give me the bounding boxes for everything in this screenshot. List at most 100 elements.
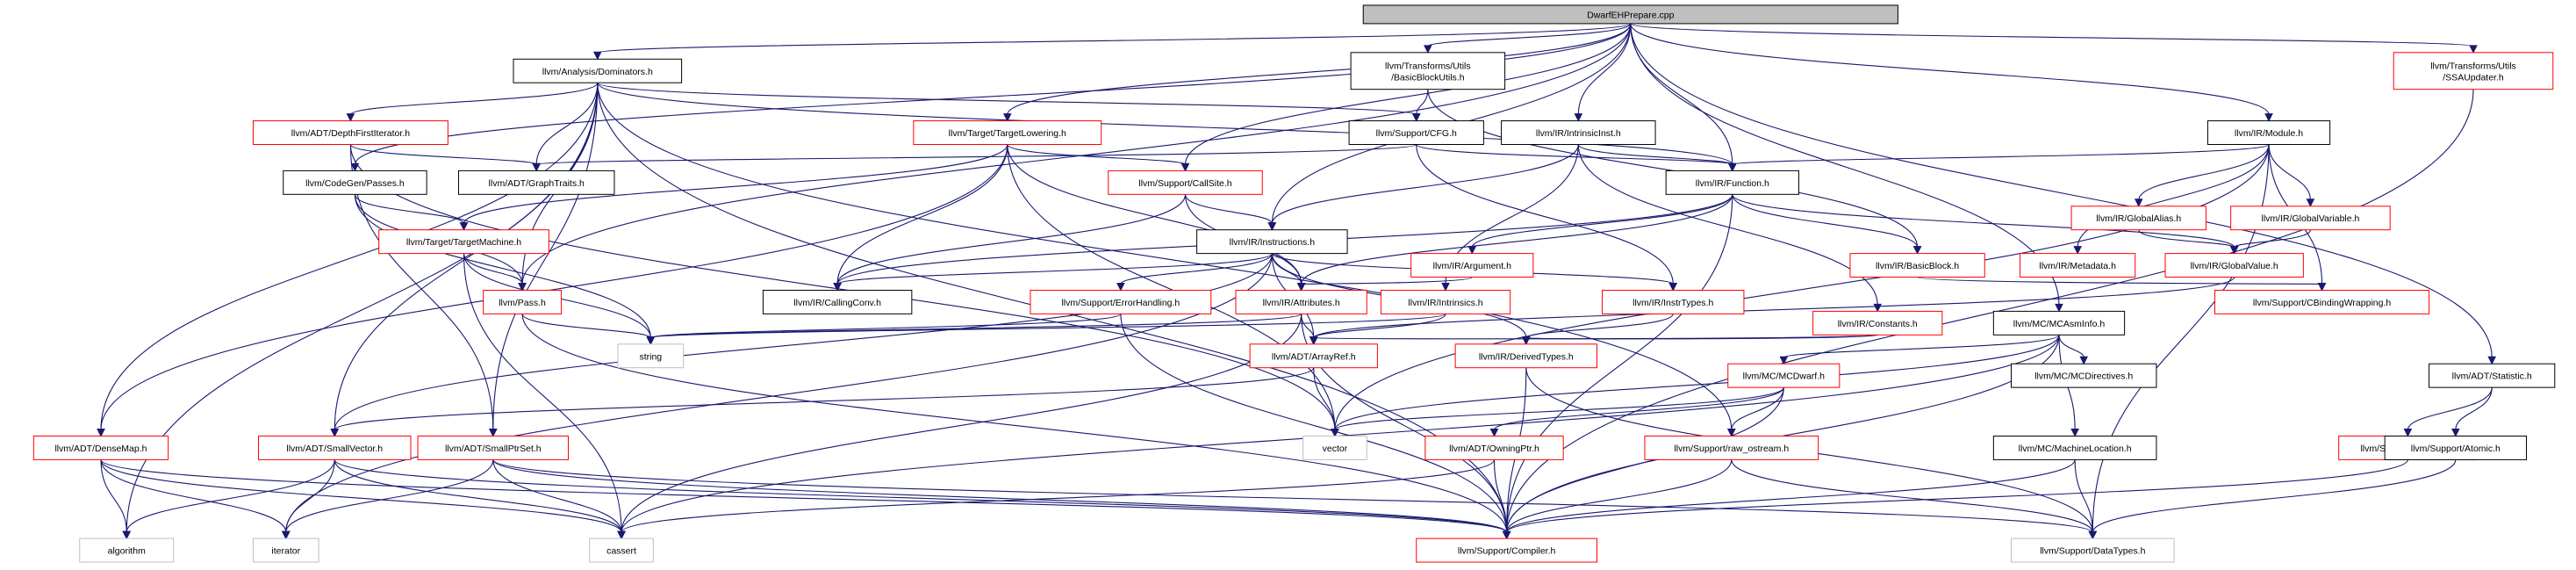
node-label-atomic-0: llvm/Support/Atomic.h	[2411, 444, 2501, 454]
edge-dominators-to-rawostream	[597, 83, 1733, 430]
edge-mcdwarf-to-compiler	[1506, 387, 1784, 533]
edge-globalvariable-to-globalvalue	[2234, 229, 2311, 249]
node-smallptrset[interactable]: llvm/ADT/SmallPtrSet.h	[417, 435, 570, 460]
node-smallvector[interactable]: llvm/ADT/SmallVector.h	[258, 435, 412, 460]
edge-dominators-to-graphtraits	[535, 83, 599, 165]
node-basicblock[interactable]: llvm/IR/BasicBlock.h	[1849, 253, 1985, 278]
node-targetlowering[interactable]: llvm/Target/TargetLowering.h	[913, 120, 1102, 145]
node-densemap[interactable]: llvm/ADT/DenseMap.h	[32, 435, 169, 460]
node-mcdwarf[interactable]: llvm/MC/MCDwarf.h	[1727, 363, 1841, 388]
edge-module-to-datatypes	[2092, 144, 2270, 533]
node-graphtraits[interactable]: llvm/ADT/GraphTraits.h	[457, 170, 615, 195]
node-box-rawostream	[1644, 435, 1819, 460]
node-globalalias[interactable]: llvm/IR/GlobalAlias.h	[2070, 206, 2206, 231]
node-box-string	[617, 343, 685, 369]
node-targetmachine[interactable]: llvm/Target/TargetMachine.h	[378, 229, 549, 255]
node-box-mcdwarf	[1727, 363, 1841, 388]
node-intrinsics[interactable]: llvm/IR/Intrinsics.h	[1380, 289, 1511, 314]
node-attributes[interactable]: llvm/IR/Attributes.h	[1235, 289, 1367, 314]
node-rawostream[interactable]: llvm/Support/raw_ostream.h	[1644, 435, 1819, 460]
node-cbinding[interactable]: llvm/Support/CBindingWrapping.h	[2214, 289, 2430, 314]
node-globalvariable[interactable]: llvm/IR/GlobalVariable.h	[2230, 206, 2391, 231]
node-compiler[interactable]: llvm/Support/Compiler.h	[1416, 538, 1597, 563]
edge-bbutils-to-cfg	[1416, 89, 1429, 115]
node-atomic[interactable]: llvm/Support/Atomic.h	[2384, 435, 2528, 460]
edge-smallptrset-to-iterator	[285, 459, 494, 533]
node-codegenpasses[interactable]: llvm/CodeGen/Passes.h	[283, 170, 427, 195]
arrowhead-statistic-to-valgrind	[2403, 428, 2413, 437]
node-label-smallptrset-0: llvm/ADT/SmallPtrSet.h	[445, 444, 542, 454]
node-datatypes: llvm/Support/DataTypes.h	[2011, 538, 2175, 563]
node-label-statistic-0: llvm/ADT/Statistic.h	[2452, 372, 2532, 382]
edge-root-to-module	[1630, 23, 2270, 115]
node-mcdirectives[interactable]: llvm/MC/MCDirectives.h	[2011, 363, 2157, 388]
edge-arrayref-to-smallvector	[334, 367, 1315, 430]
node-callsite[interactable]: llvm/Support/CallSite.h	[1108, 170, 1263, 195]
node-constants[interactable]: llvm/IR/Constants.h	[1812, 310, 1943, 336]
node-argument[interactable]: llvm/IR/Argument.h	[1410, 253, 1534, 278]
node-box-globalalias	[2070, 206, 2206, 231]
edge-densemap-to-compiler	[100, 458, 1508, 533]
node-cfg[interactable]: llvm/Support/CFG.h	[1348, 120, 1484, 145]
edge-bbutils-to-basicblock	[1427, 89, 1919, 248]
arrowhead-module-to-globalvariable	[2306, 198, 2315, 207]
node-box-iterator	[252, 538, 319, 563]
arrowhead-intrinsicinst-to-constants	[1873, 303, 1883, 313]
arrowhead-smallvector-to-algorithm	[122, 530, 132, 540]
node-instructions[interactable]: llvm/IR/Instructions.h	[1196, 229, 1348, 255]
edge-intrinsicinst-to-instructions	[1271, 144, 1579, 224]
node-dominators[interactable]: llvm/Analysis/Dominators.h	[513, 58, 683, 83]
node-globalvalue[interactable]: llvm/IR/GlobalValue.h	[2164, 253, 2304, 278]
edge-intrinsicinst-to-function	[1577, 143, 1733, 165]
node-label-arrayref-0: llvm/ADT/ArrayRef.h	[1272, 351, 1356, 362]
node-derivedtypes[interactable]: llvm/IR/DerivedTypes.h	[1454, 343, 1597, 369]
arrowhead-mcdwarf-to-rawostream	[1726, 428, 1736, 437]
edge-root-to-mcasminfo	[1630, 23, 2060, 306]
edge-targetlowering-to-callingconv	[836, 144, 1008, 285]
node-bbutils[interactable]: llvm/Transforms/Utils/BasicBlockUtils.h	[1350, 52, 1506, 90]
node-dfi[interactable]: llvm/ADT/DepthFirstIterator.h	[252, 120, 448, 145]
node-arrayref[interactable]: llvm/ADT/ArrayRef.h	[1249, 343, 1378, 369]
node-intrinsicinst[interactable]: llvm/IR/IntrinsicInst.h	[1501, 120, 1656, 145]
arrowhead-dfi-to-smallptrset	[488, 428, 498, 437]
node-module[interactable]: llvm/IR/Module.h	[2206, 120, 2331, 145]
edge-pass-to-compiler	[521, 314, 1508, 533]
node-iterator: iterator	[252, 538, 319, 563]
edge-mcdwarf-to-owningptr	[1493, 386, 1784, 430]
arrowhead-arrayref-to-smallvector	[330, 428, 340, 437]
node-label-rawostream-0: llvm/Support/raw_ostream.h	[1674, 444, 1789, 454]
edge-intrinsics-to-string	[649, 313, 1446, 339]
node-machinelocation[interactable]: llvm/MC/MachineLocation.h	[1992, 435, 2157, 460]
edge-mcasminfo-to-mcdwarf	[1783, 334, 2060, 358]
node-mcasminfo[interactable]: llvm/MC/MCAsmInfo.h	[1992, 310, 2126, 336]
node-label-callingconv-0: llvm/IR/CallingConv.h	[793, 298, 881, 308]
arrowhead-root-to-dominators	[592, 51, 602, 61]
node-ssaupdater[interactable]: llvm/Transforms/Utils/SSAUpdater.h	[2393, 52, 2554, 90]
node-label-intrinsicinst-0: llvm/IR/IntrinsicInst.h	[1536, 128, 1621, 139]
arrowhead-root-to-codegenpasses	[350, 162, 360, 172]
node-instrtypes[interactable]: llvm/IR/InstrTypes.h	[1602, 289, 1745, 314]
node-function[interactable]: llvm/IR/Function.h	[1665, 170, 1799, 195]
node-box-mcdirectives	[2011, 363, 2157, 388]
node-label-function-0: llvm/IR/Function.h	[1696, 178, 1769, 189]
node-statistic[interactable]: llvm/ADT/Statistic.h	[2429, 363, 2556, 388]
edge-mcdwarf-to-vector	[1334, 386, 1784, 430]
node-pass[interactable]: llvm/Pass.h	[483, 289, 562, 314]
node-errorhandling[interactable]: llvm/Support/ErrorHandling.h	[1030, 289, 1212, 314]
arrowhead-instructions-to-errorhandling	[1116, 282, 1125, 292]
node-owningptr[interactable]: llvm/ADT/OwningPtr.h	[1424, 435, 1564, 460]
edge-function-to-globalvalue	[1732, 194, 2235, 249]
edge-argument-to-attributes	[1301, 277, 1473, 285]
node-metadata[interactable]: llvm/IR/Metadata.h	[2020, 253, 2136, 278]
edge-module-to-function	[1732, 143, 2270, 165]
edge-targetmachine-to-pass	[463, 253, 523, 285]
node-box-mcasminfo	[1992, 310, 2126, 336]
arrowhead-module-to-metadata	[2073, 246, 2082, 255]
node-callingconv[interactable]: llvm/IR/CallingConv.h	[762, 289, 913, 314]
arrowhead-intrinsics-to-string	[646, 336, 656, 345]
edge-dominators-to-dfi	[349, 82, 599, 116]
node-cassert: cassert	[589, 538, 654, 563]
node-label-algorithm-0: algorithm	[108, 546, 146, 557]
edge-smallvector-to-compiler	[334, 458, 1508, 533]
node-string: string	[617, 343, 685, 369]
